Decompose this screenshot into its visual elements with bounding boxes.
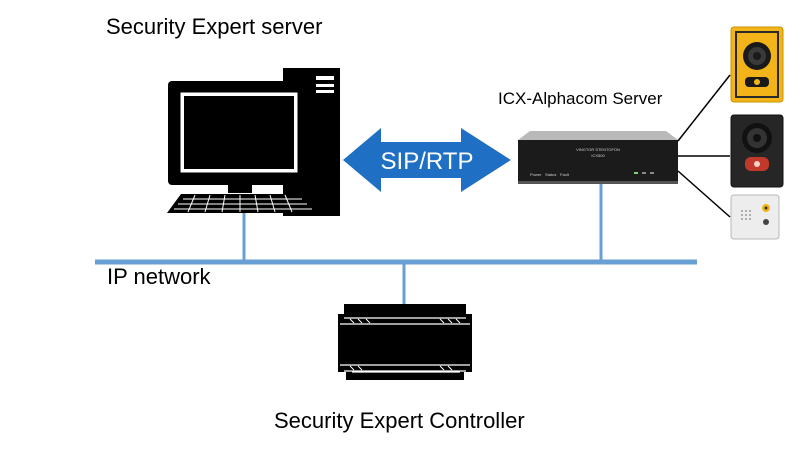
- icx-led-power: Power: [530, 172, 542, 177]
- intercom-station-icon: [730, 26, 784, 103]
- sip-rtp-arrow: SIP/RTP: [343, 128, 511, 192]
- icx-brand-text: VINGTOR STENTOFON: [576, 147, 620, 152]
- intercom-station-icon: [730, 194, 780, 240]
- sip-rtp-label: SIP/RTP: [381, 148, 474, 175]
- icx-alphacom-server-label: ICX-Alphacom Server: [498, 89, 663, 108]
- security-expert-server-label: Security Expert server: [106, 14, 323, 39]
- ip-network-label: IP network: [107, 264, 211, 289]
- intercom-station-icon: [730, 114, 784, 188]
- icx-led-fault: Fault: [560, 172, 570, 177]
- icx-led-status: Status: [545, 172, 556, 177]
- network-lines: [95, 183, 697, 304]
- security-expert-controller-label: Security Expert Controller: [274, 408, 525, 433]
- intercom-connection-lines: [677, 74, 731, 218]
- desktop-computer-icon: [167, 68, 340, 216]
- icx-model-text: ICX500: [591, 153, 605, 158]
- icx-alphacom-device: VINGTOR STENTOFON ICX500 Power Status Fa…: [518, 131, 678, 184]
- controller-box-icon: [338, 304, 472, 380]
